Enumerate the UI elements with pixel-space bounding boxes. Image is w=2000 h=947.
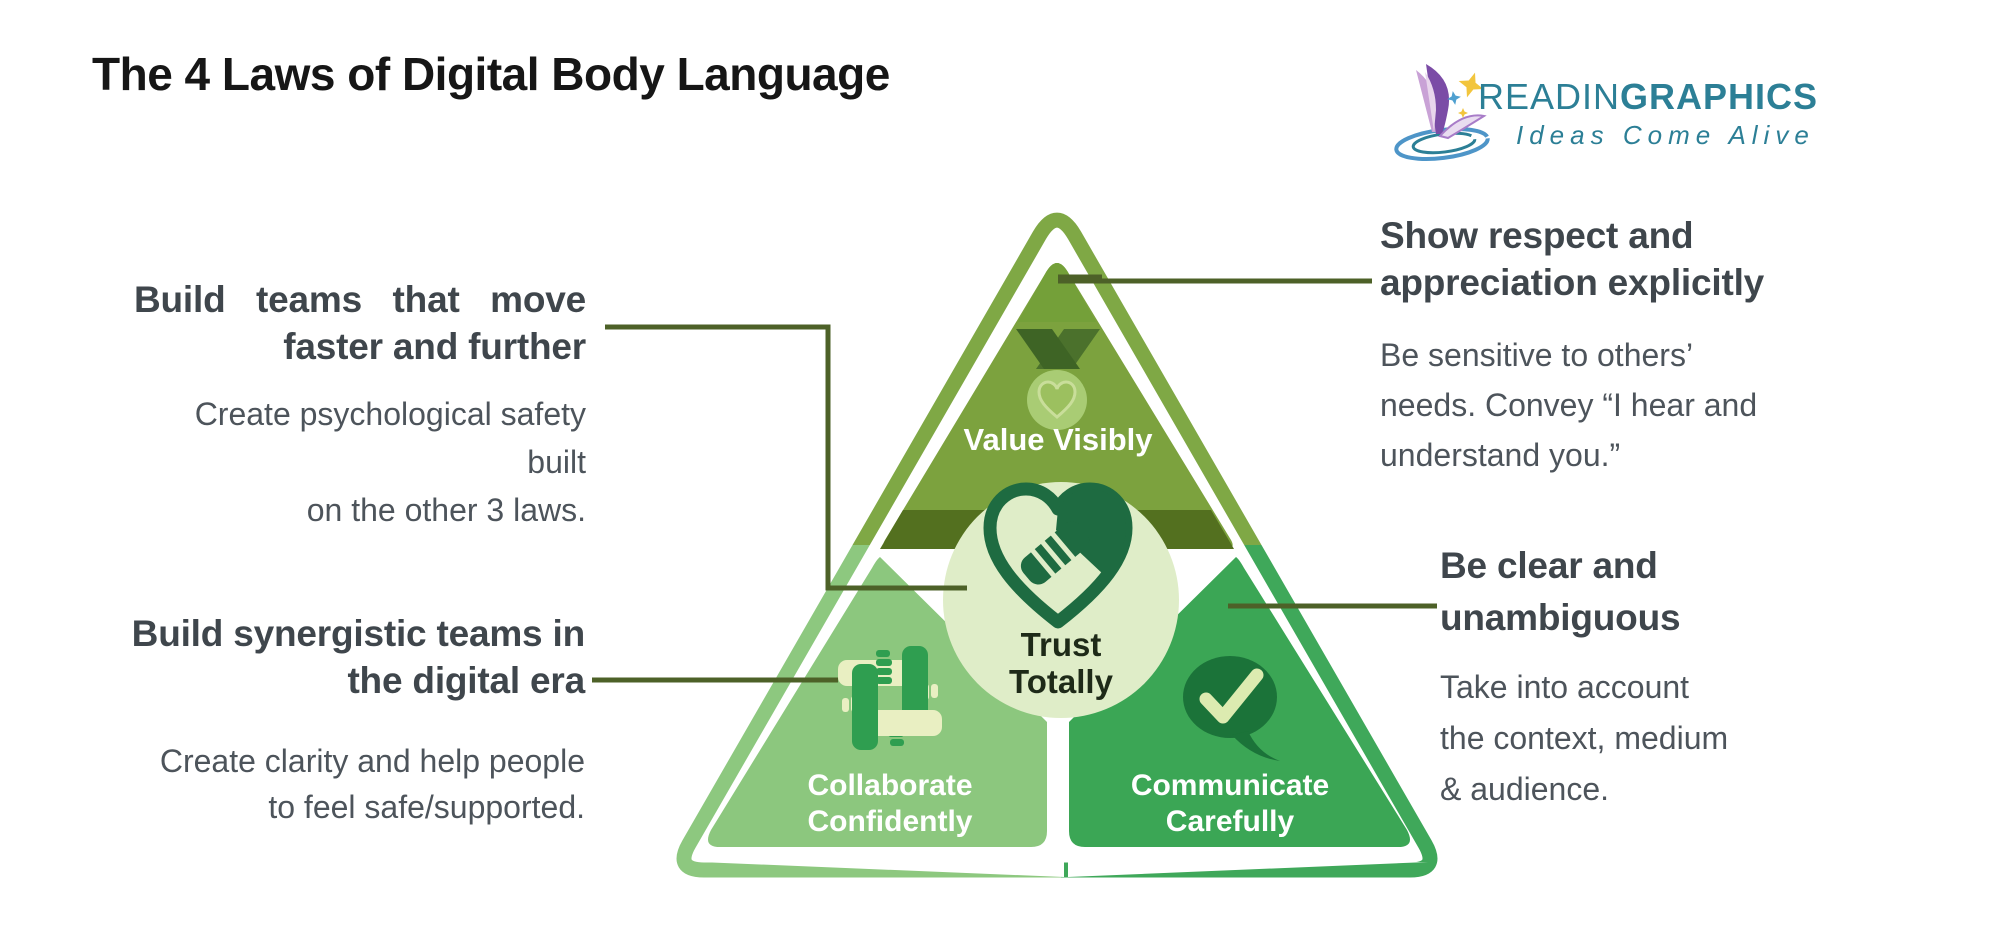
pyramid-section-communicate-carefully [1069,557,1410,847]
pyramid-center-circle [943,482,1179,718]
callout-body: Be sensitive to others’ needs. Convey “I… [1380,337,1758,473]
callout-heading: Build teams that move [134,279,586,320]
trust-pyramid-figure [592,150,1500,910]
readinggraphics-logo-book-icon [1394,64,1490,161]
callout-heading: Build synergistic teams in the digital e… [131,613,586,701]
handshake-heart-icon [983,482,1133,629]
connector-top-left [605,324,967,591]
callout-show-respect: Show respect and appreciation explicitly… [1380,212,1850,480]
callout-body: Take into account the context, medium & … [1440,669,1729,807]
callout-value-visibly: Build teams that move faster and further… [134,276,586,534]
speech-check-icon [1183,656,1280,761]
callout-body: Create psychological safety built on the… [194,396,586,528]
section-label-collaborate-confidently: Collaborate Confidently [807,769,973,838]
callout-heading: faster and further [283,326,586,367]
section-label-communicate-carefully: Communicate Carefully [1130,769,1330,838]
medal-heart-icon [1016,329,1100,430]
callout-heading: Show respect and appreciation explicitly [1380,215,1765,303]
callout-be-clear: Be clear and unambiguous Take into accou… [1440,540,1870,815]
callout-heading: Be clear and unambiguous [1440,545,1681,638]
callout-body: Create clarity and help people to feel s… [159,743,585,825]
section-label-value-visibly: Value Visibly [963,422,1153,457]
callout-collaborate-confidently: Build synergistic teams in the digital e… [120,610,586,830]
pyramid-section-collaborate-confidently [708,557,1047,847]
pyramid-outer-ring [684,220,1430,877]
brand-wordmark-bold: GRAPHICS [1620,76,1819,117]
brand-tagline: Ideas Come Alive [1516,120,1815,150]
brand-wordmark: READINGRAPHICS [1478,76,1818,118]
page-title: The 4 Laws of Digital Body Language [92,48,890,100]
brand-wordmark-regular: READIN [1478,76,1621,117]
callout-connector-lines [592,274,1437,683]
section-label-trust-totally: Trust Totally [1009,626,1113,700]
